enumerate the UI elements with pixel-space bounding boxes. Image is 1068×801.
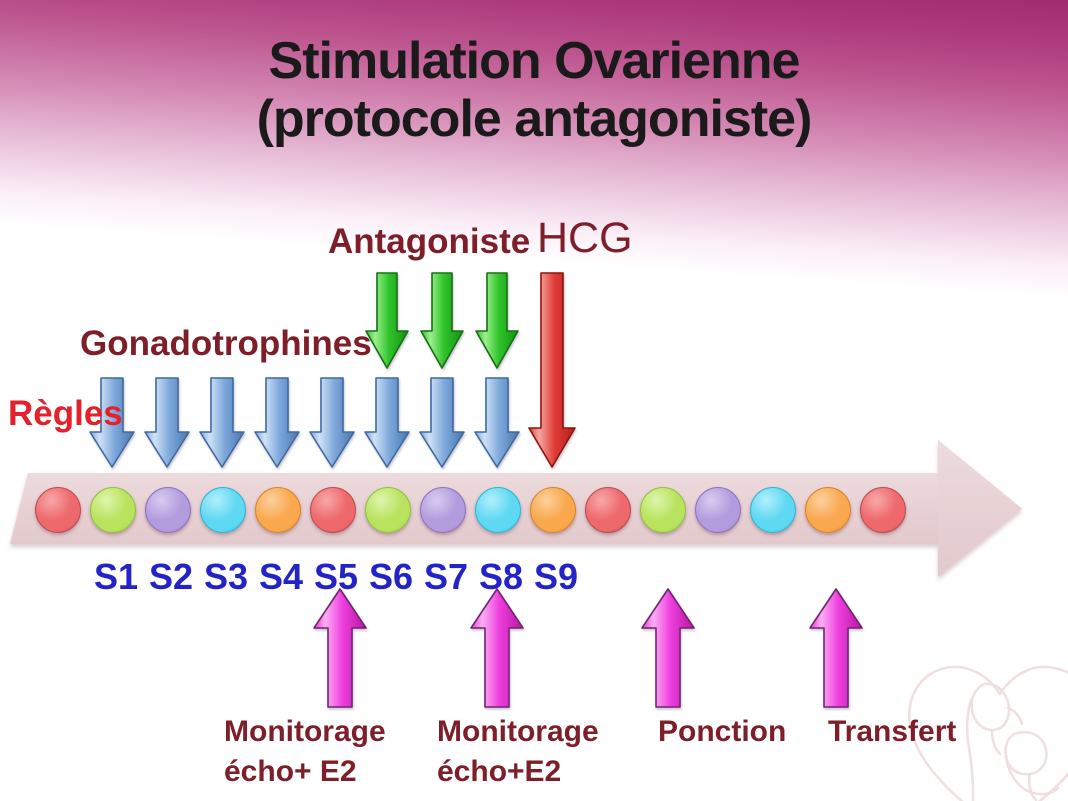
gonadotrophine-arrow-icon [199, 377, 245, 468]
day-label-s1: S1 [93, 556, 139, 597]
mother-baby-heart-watermark-icon [908, 665, 1068, 801]
event-up-arrow-icon [809, 588, 863, 708]
day-label-s2: S2 [148, 556, 194, 597]
event-label-monitorage-1: Monitorage écho+ E2 [224, 712, 386, 792]
event-up-arrow-icon [641, 588, 695, 708]
timeline-dot-green [90, 487, 136, 533]
day-label-s4: S4 [258, 556, 304, 597]
event-line: Transfert [828, 715, 957, 748]
event-line: écho+ E2 [224, 755, 357, 788]
event-line: Ponction [658, 715, 787, 748]
day-label-s7: S7 [423, 556, 469, 597]
gonadotrophine-arrow-icon [309, 377, 355, 468]
day-label-s9: S9 [533, 556, 579, 597]
slide-title: Stimulation Ovarienne (protocole antagon… [0, 32, 1068, 148]
timeline-dot-orange [805, 487, 851, 533]
title-line-2: (protocole antagoniste) [256, 90, 813, 149]
event-label-monitorage-2: Monitorage écho+E2 [437, 712, 599, 792]
timeline-dot-cyan [750, 487, 796, 533]
gonadotrophine-arrow-icon [254, 377, 300, 468]
gonadotrophine-arrow-icon [364, 377, 410, 468]
timeline-dot-orange [255, 487, 301, 533]
timeline-dot-purple [420, 487, 466, 533]
antagonist-arrow-icon [420, 272, 464, 369]
timeline-dot-purple [695, 487, 741, 533]
gonadotrophine-arrow-icon [474, 377, 520, 468]
day-label-s8: S8 [478, 556, 524, 597]
gonadotrophine-arrow-icon [144, 377, 190, 468]
label-hcg: HCG [537, 214, 633, 262]
event-line: Monitorage [224, 715, 386, 748]
day-label-s3: S3 [203, 556, 249, 597]
hcg-arrow-icon [528, 272, 576, 468]
label-regles: Règles [8, 394, 123, 433]
antagonist-arrow-icon [475, 272, 519, 369]
antagonist-arrow-icon [365, 272, 409, 369]
event-up-arrow-icon [313, 588, 367, 708]
day-label-s5: S5 [313, 556, 359, 597]
timeline-dot-purple [145, 487, 191, 533]
gonadotrophine-arrow-icon [419, 377, 465, 468]
timeline-dot-red [310, 487, 356, 533]
gonadotrophine-arrow-icon [89, 377, 135, 468]
event-line: écho+E2 [437, 755, 562, 788]
background-gradient [0, 0, 1068, 330]
event-label-transfert: Transfert [828, 712, 956, 752]
label-gonadotrophines: Gonadotrophines [80, 324, 372, 363]
timeline-arrowhead-icon [938, 440, 1022, 577]
event-line: Monitorage [437, 715, 599, 748]
title-line-1: Stimulation Ovarienne [268, 32, 801, 90]
timeline-dot-orange [530, 487, 576, 533]
timeline-dot-cyan [475, 487, 521, 533]
timeline-dot-red [35, 487, 81, 533]
timeline-dot-red [585, 487, 631, 533]
timeline-dot-green [365, 487, 411, 533]
event-label-ponction: Ponction [658, 712, 786, 752]
day-label-s6: S6 [368, 556, 414, 597]
timeline-dot-red [860, 487, 906, 533]
event-up-arrow-icon [470, 588, 524, 708]
timeline-dot-cyan [200, 487, 246, 533]
label-antagoniste: Antagoniste [328, 222, 531, 261]
timeline-dot-green [640, 487, 686, 533]
